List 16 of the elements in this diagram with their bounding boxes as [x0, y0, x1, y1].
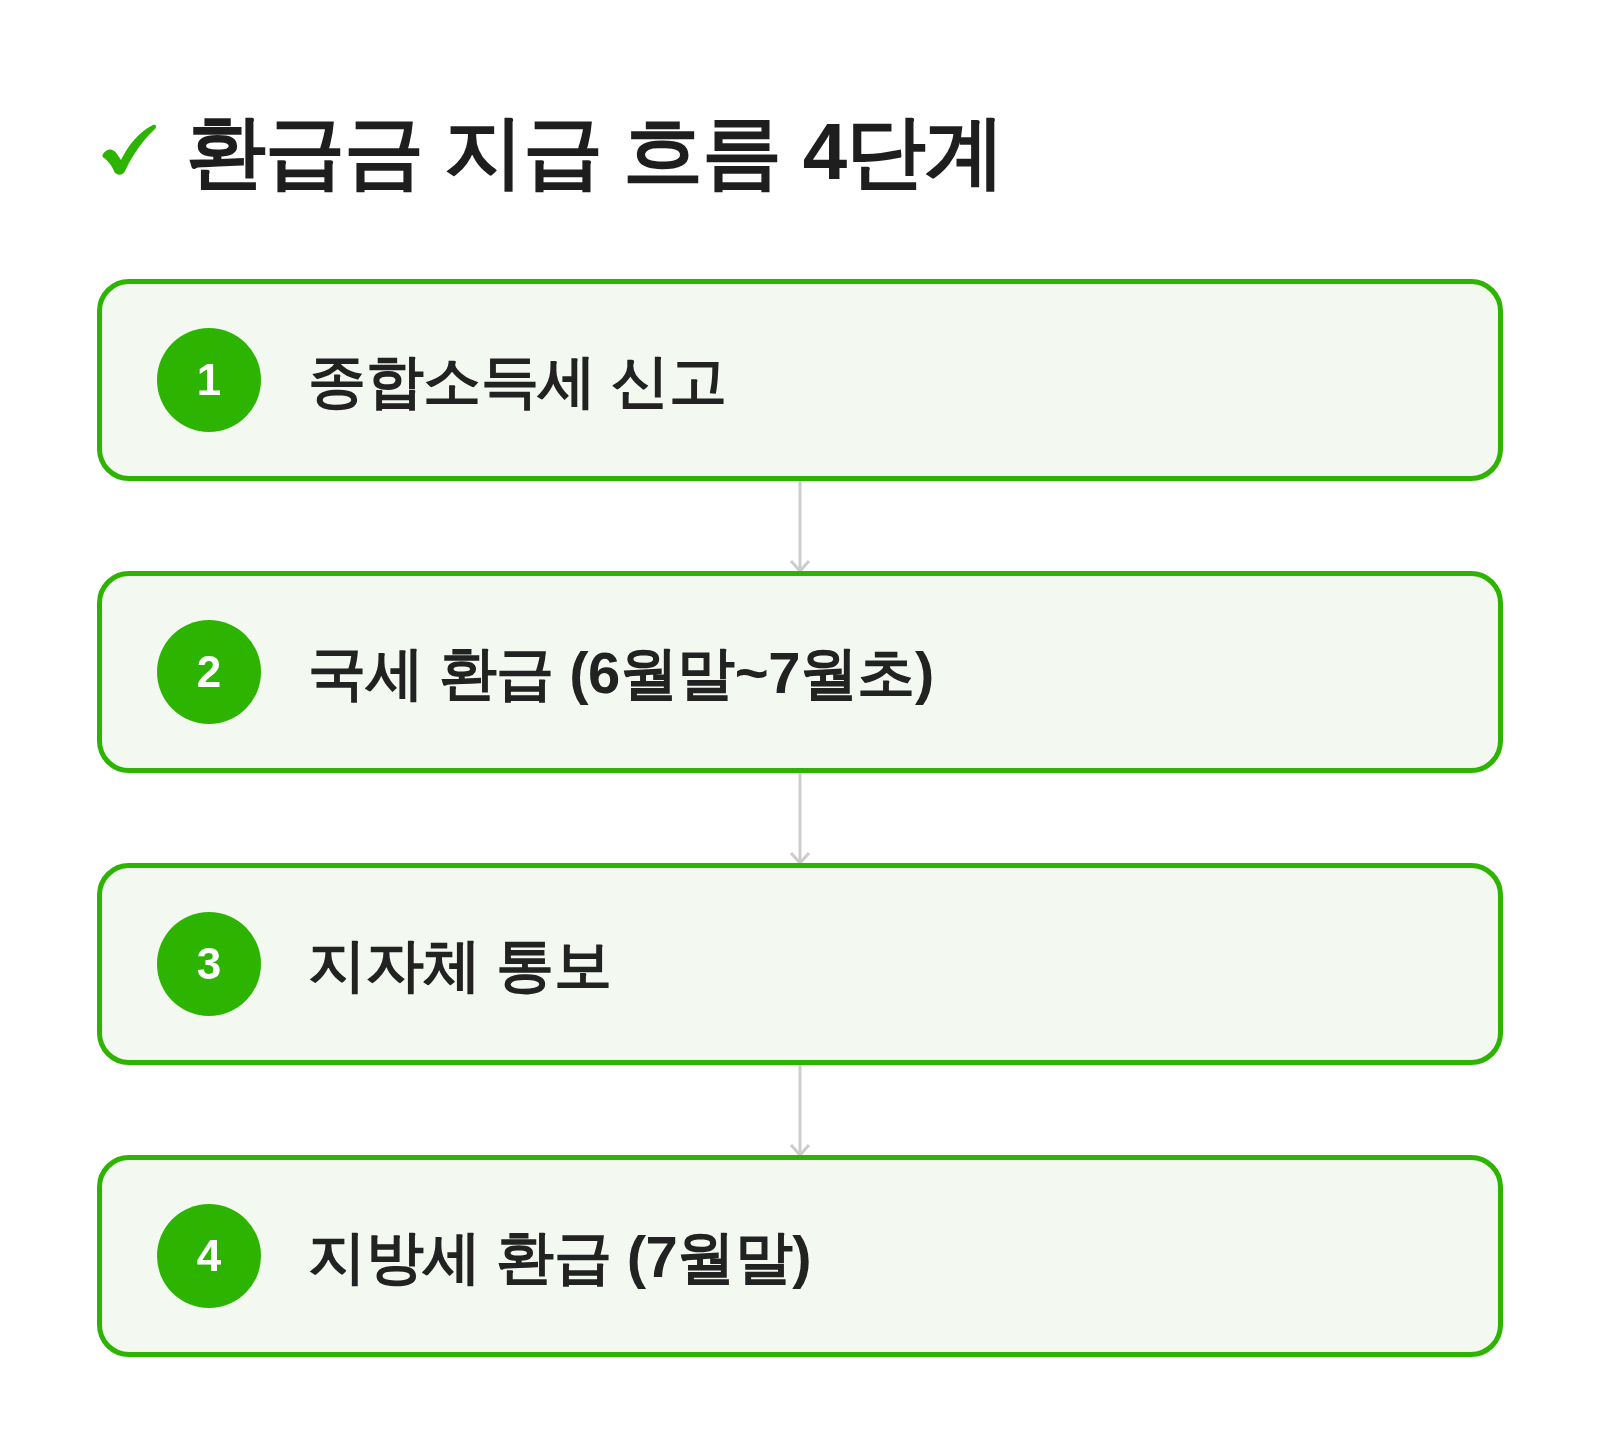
page-title: 환급금 지급 흐름 4단계 [186, 106, 1005, 198]
arrow [789, 1065, 811, 1157]
arrow [789, 481, 811, 573]
step-number-circle: 2 [157, 620, 261, 724]
arrow [789, 773, 811, 865]
step-box [97, 863, 1503, 1065]
step-label: 국세 환급 (6월말~7월초) [308, 639, 934, 707]
step-label: 지방세 환급 (7월말) [308, 1223, 812, 1291]
step-label: 종합소득세 신고 [308, 347, 727, 415]
step-number-circle: 4 [157, 1204, 261, 1308]
step-box [97, 279, 1503, 481]
step-number-circle: 3 [157, 912, 261, 1016]
step-label: 지자체 통보 [308, 931, 612, 999]
step-box [97, 1155, 1503, 1357]
step-box [97, 571, 1503, 773]
step-number-circle: 1 [157, 328, 261, 432]
